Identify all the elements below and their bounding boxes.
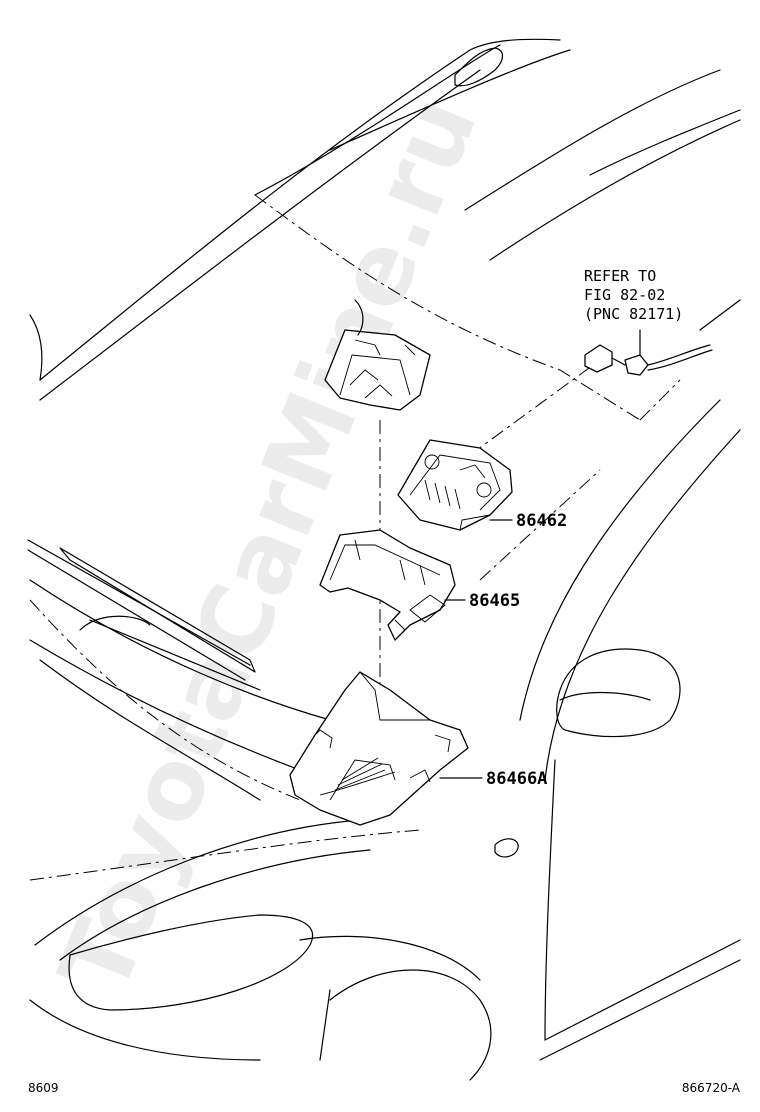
part-86466a (289, 671, 469, 826)
footer-left-code: 8609 (28, 1081, 59, 1095)
part-86465 (319, 529, 456, 641)
callout-86462: 86462 (516, 511, 567, 531)
callout-leaders (439, 519, 513, 779)
watermark: ToyotaCarMine.ru (37, 82, 498, 1009)
reference-line-3: (PNC 82171) (584, 305, 683, 323)
vehicle-outline (27, 38, 741, 1081)
reference-line-1: REFER TO (584, 267, 656, 285)
harness-connector (584, 329, 713, 376)
callout-86465: 86465 (469, 591, 520, 611)
footer-right-code: 866720-A (682, 1081, 741, 1095)
windshield-bracket (324, 299, 431, 411)
reference-line-2: FIG 82-02 (584, 286, 665, 304)
callout-86466a: 86466A (486, 769, 547, 789)
part-86462 (397, 439, 513, 531)
